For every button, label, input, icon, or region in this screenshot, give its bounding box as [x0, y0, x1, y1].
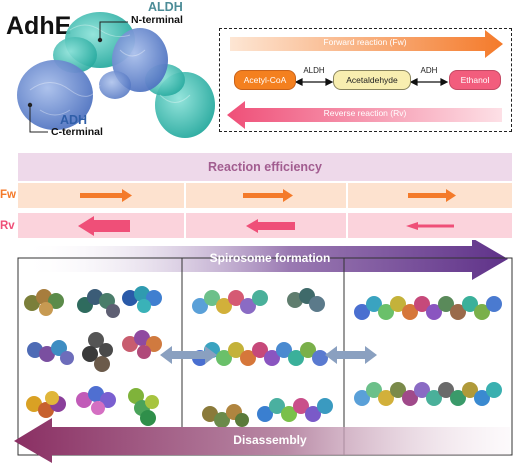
adh-leader-line	[29, 105, 48, 133]
rv-efficiency-row	[18, 213, 512, 241]
disassembly-arrow	[14, 418, 510, 463]
rv-arrow-3	[406, 222, 454, 230]
fw-efficiency-row	[18, 183, 512, 208]
rv-label: Rv	[0, 220, 15, 232]
fw-arrow-1	[80, 189, 132, 202]
adh-enzyme-label: ADH	[420, 66, 438, 75]
rv-arrow-1	[78, 216, 130, 236]
monomer-molecules	[24, 286, 162, 426]
spirosome-assembly-diagram	[14, 240, 513, 463]
aldh-enzyme-label: ALDH	[303, 66, 325, 75]
reaction-arrows	[227, 30, 503, 129]
adh-label: ADH	[60, 113, 88, 127]
disassembly-label: Disassembly	[233, 433, 307, 447]
ethanol-pill: Ethanol	[449, 70, 501, 90]
reaction-scheme-box: Forward reaction (Fw) Reverse reaction (…	[219, 28, 512, 132]
acetyl-coa-pill: Acetyl-CoA	[234, 70, 296, 90]
fw-arrow-2	[243, 189, 293, 202]
adh-domain-shape	[17, 28, 168, 130]
acetaldehyde-pill: Acetaldehyde	[333, 70, 411, 90]
fw-arrow-3	[408, 189, 456, 202]
reverse-arrow	[227, 101, 502, 129]
long-spirosome-molecules	[354, 296, 502, 406]
aldh-terminal-label: N-terminal	[131, 14, 183, 26]
reaction-efficiency-header: Reaction efficiency	[18, 153, 512, 181]
equilibrium-arrow-2	[325, 346, 377, 364]
short-spirosome-molecules	[192, 288, 333, 428]
fw-label: Fw	[0, 189, 16, 201]
spirosome-formation-label: Spirosome formation	[209, 251, 331, 265]
forward-arrow	[230, 30, 503, 58]
forward-reaction-label: Forward reaction (Fw)	[323, 37, 407, 47]
rv-arrow-2	[246, 219, 295, 233]
spirosome-formation-arrow	[22, 240, 508, 280]
aldh-leader-line	[99, 21, 128, 40]
figure-title: AdhE	[6, 12, 72, 40]
reverse-reaction-label: Reverse reaction (Rv)	[323, 108, 407, 118]
adhe-structure-illustration	[17, 12, 215, 138]
equilibrium-arrow-1	[160, 346, 217, 364]
adh-terminal-label: C-terminal	[51, 126, 103, 138]
aldh-label: ALDH	[148, 0, 183, 14]
